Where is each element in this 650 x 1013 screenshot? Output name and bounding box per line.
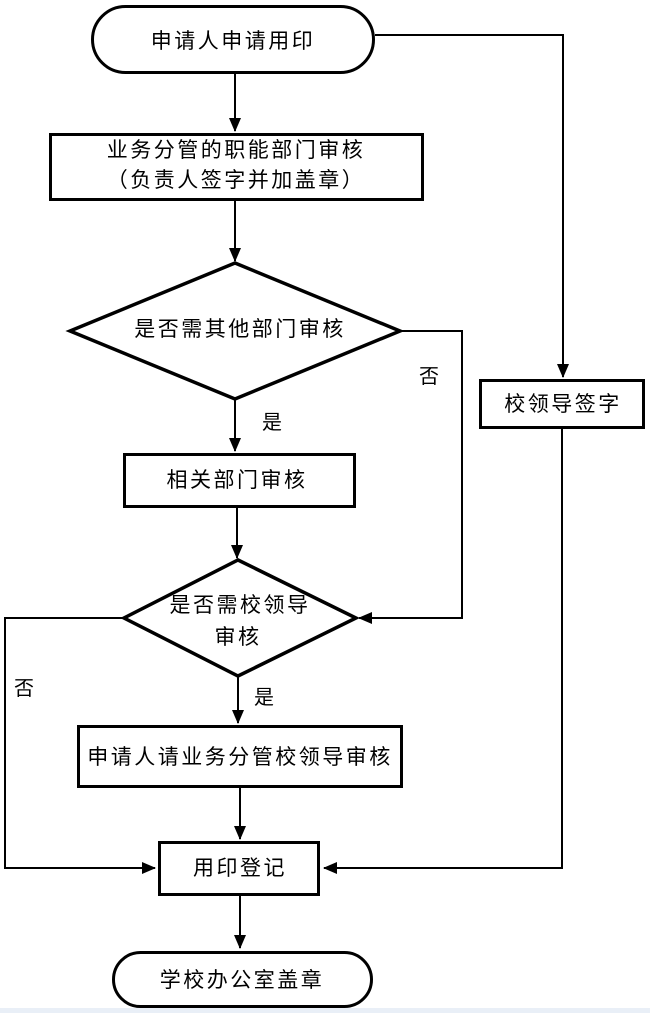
- node-related-review-label: 相关部门审核: [167, 468, 308, 492]
- connector-start-to-leader-sign: [375, 34, 569, 378]
- node-office-stamp-shape: [112, 951, 373, 1008]
- edge-label-leader-yes: 是: [254, 687, 274, 709]
- node-seal-register-shape: [158, 841, 320, 896]
- node-start-shape: [91, 5, 375, 74]
- node-need-leader-label-line2: 审核: [215, 625, 262, 649]
- node-need-other-dept-label: 是否需其他部门审核: [134, 317, 346, 341]
- connector-diamond-other-no: [358, 330, 463, 624]
- node-seal-register-label: 用印登记: [193, 856, 287, 880]
- node-need-other-dept-shape: [65, 261, 405, 401]
- node-apply-leader-review-label: 申请人请业务分管校领导审核: [87, 745, 393, 769]
- node-leader-sign-label: 校领导签字: [504, 392, 622, 416]
- page-edge-strip: [0, 1008, 650, 1013]
- node-dept-review-label-line1: 业务分管的职能部门审核: [107, 138, 366, 162]
- edge-label-leader-no: 否: [14, 678, 34, 700]
- edge-label-other-dept-yes: 是: [262, 412, 282, 434]
- node-start-label: 申请人申请用印: [151, 29, 316, 53]
- connector-diamond-leader-no: [4, 617, 156, 874]
- node-need-leader-label-line1: 是否需校领导: [170, 593, 311, 617]
- node-need-leader-shape: [120, 558, 360, 678]
- node-office-stamp-label: 学校办公室盖章: [160, 968, 325, 992]
- node-apply-leader-review-shape: [77, 725, 403, 788]
- connector-leader-sign-to-register: [323, 428, 563, 874]
- node-related-review-shape: [123, 453, 356, 508]
- node-dept-review-shape: [49, 133, 424, 201]
- node-dept-review-label-line2: （负责人签字并加盖章）: [107, 168, 366, 192]
- node-leader-sign-shape: [479, 379, 645, 429]
- edge-label-other-dept-no: 否: [419, 366, 439, 388]
